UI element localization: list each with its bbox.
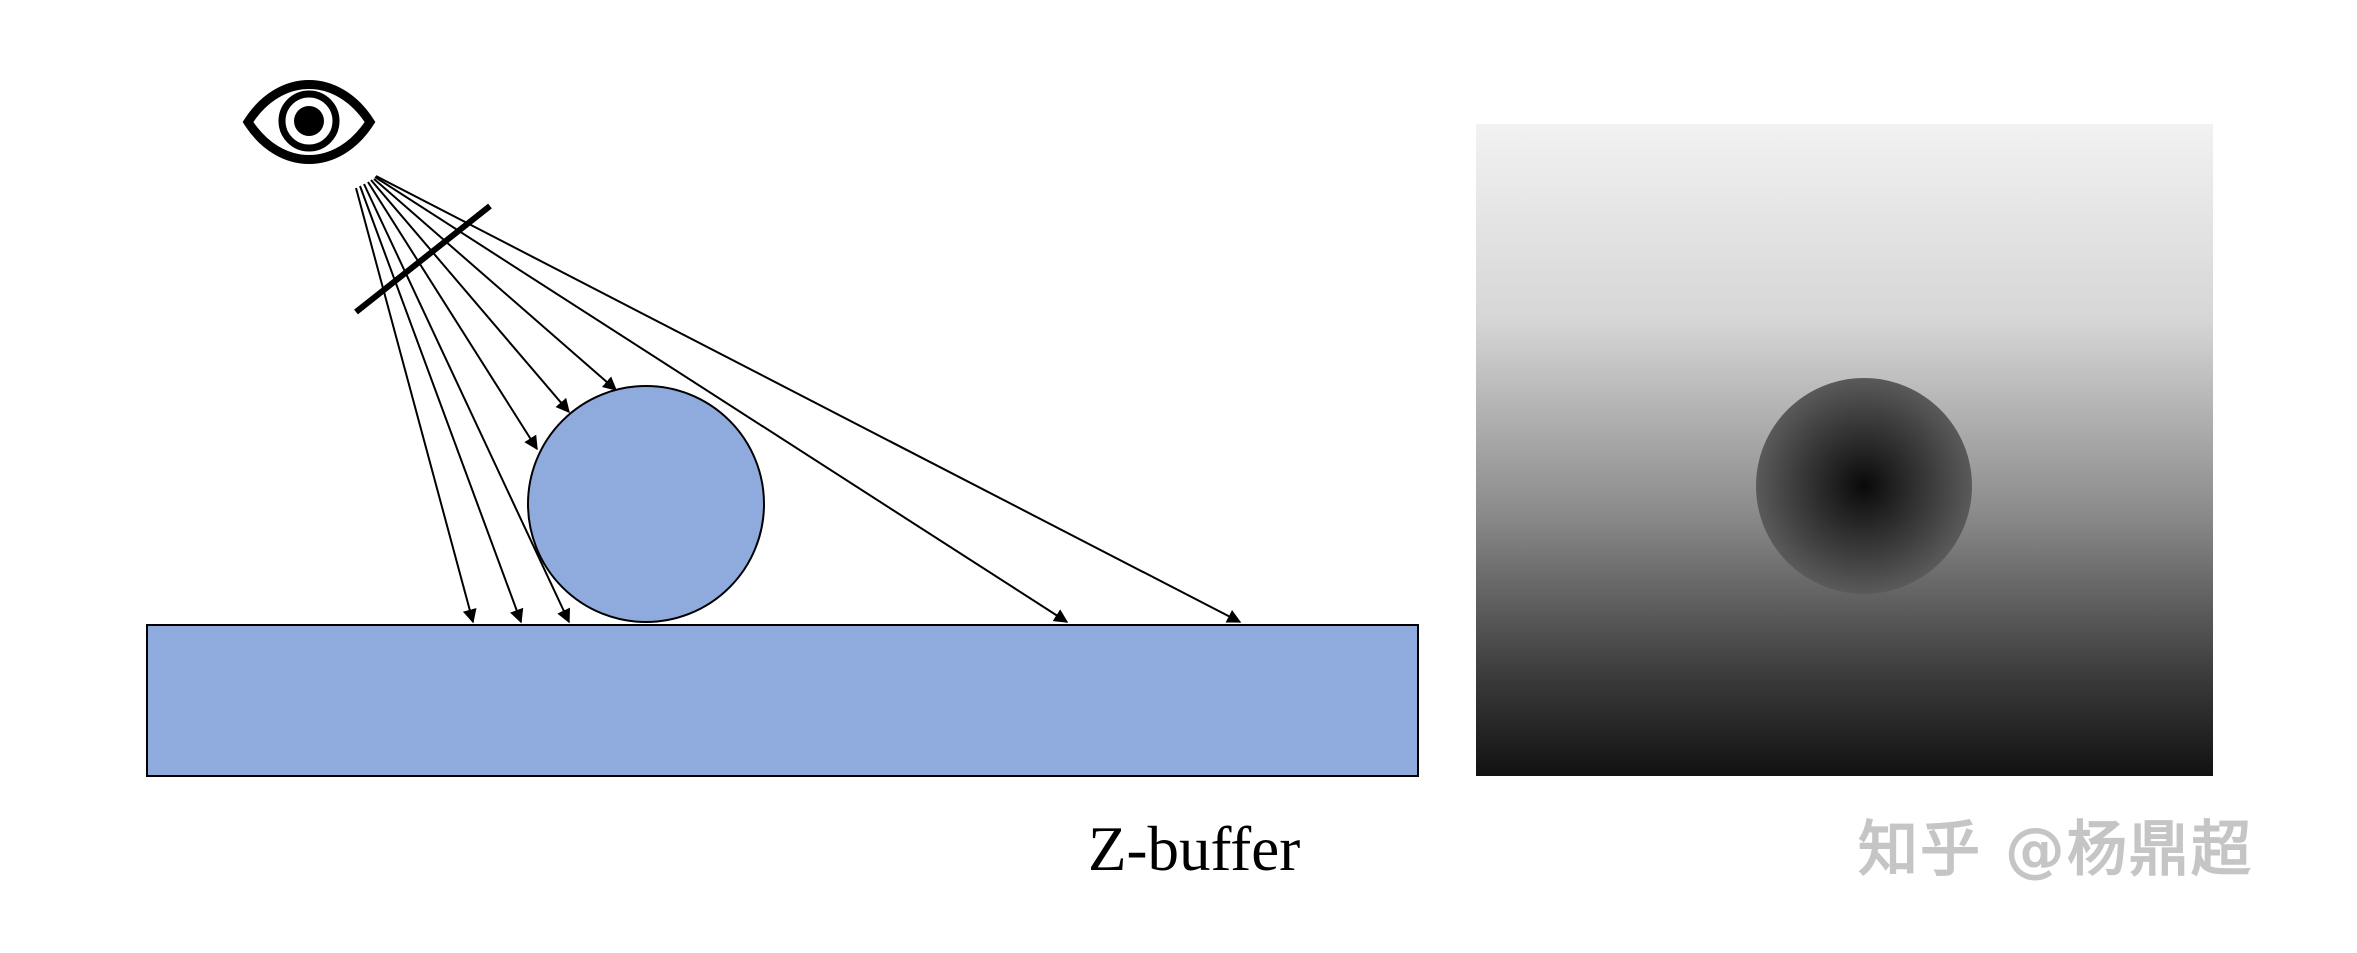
ray-line bbox=[355, 187, 477, 624]
watermark: 知乎 @杨鼎超 bbox=[1858, 815, 2253, 885]
eye-icon bbox=[242, 80, 376, 164]
ray-line bbox=[374, 176, 1069, 623]
ray-line bbox=[367, 181, 538, 451]
ray-line bbox=[363, 183, 570, 624]
ray-line bbox=[373, 178, 618, 391]
depth-buffer-image bbox=[1476, 124, 2213, 776]
ray-line bbox=[370, 179, 570, 414]
caption-z-buffer: Z-buffer bbox=[1088, 814, 1301, 884]
ray-group bbox=[355, 175, 1242, 624]
sphere bbox=[527, 385, 765, 623]
ray-line bbox=[375, 175, 1242, 623]
ground-plane bbox=[146, 624, 1419, 777]
depth-sphere bbox=[1756, 378, 1972, 594]
ray-line bbox=[359, 185, 524, 624]
